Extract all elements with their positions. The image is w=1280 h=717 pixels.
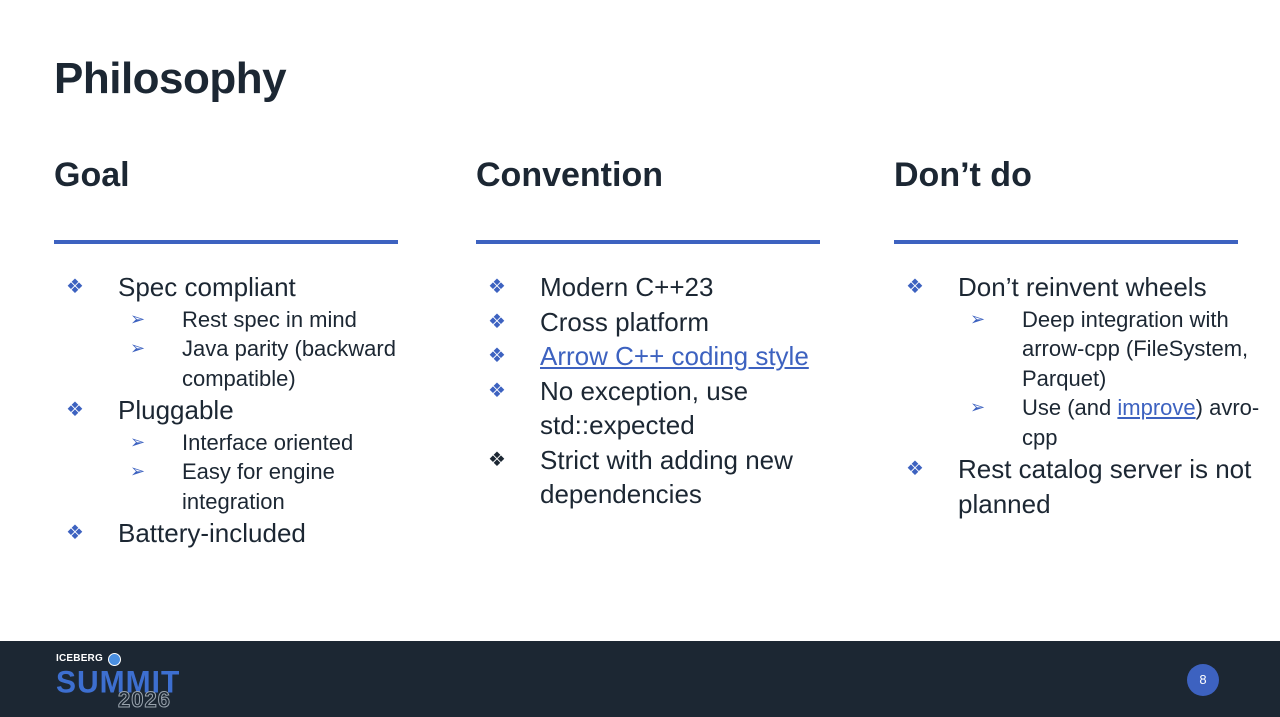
sub-list-item: ➢ Java parity (backward compatible) bbox=[130, 336, 396, 391]
arrowhead-bullet-icon: ➢ bbox=[130, 338, 146, 358]
list-item: ❖ Battery-included bbox=[54, 516, 434, 551]
goal-divider bbox=[54, 240, 398, 244]
convention-column: Convention ❖ Modern C++23 ❖ Cross platfo… bbox=[476, 150, 856, 509]
diamond-bullet-icon: ❖ bbox=[66, 399, 84, 421]
sub-list-item: ➢ Use (and improve) avro-cpp bbox=[970, 395, 1260, 450]
list-item: ❖ Don’t reinvent wheels bbox=[894, 270, 1266, 305]
list-item: ❖ Strict with adding new dependencies bbox=[488, 444, 793, 510]
sub-list-item: ➢ Rest spec in mind bbox=[54, 305, 434, 335]
list-item: ❖ Spec compliant bbox=[54, 270, 434, 305]
list-item: ❖ Arrow C++ coding style bbox=[476, 339, 856, 374]
diamond-bullet-icon: ❖ bbox=[906, 458, 924, 480]
dontdo-heading: Don’t do bbox=[894, 156, 1032, 194]
diamond-bullet-icon: ❖ bbox=[488, 310, 506, 333]
arrowhead-bullet-icon: ➢ bbox=[130, 461, 146, 481]
goal-column: Goal ❖ Spec compliant ➢ Rest spec in min… bbox=[54, 150, 434, 548]
list-item: ❖ Rest catalog server is not planned bbox=[906, 454, 1252, 519]
diamond-bullet-icon: ❖ bbox=[66, 276, 84, 298]
logo-summit-text: SUMMIT bbox=[56, 665, 181, 700]
diamond-bullet-icon: ❖ bbox=[488, 448, 506, 471]
dontdo-bullet-list: ❖ Don’t reinvent wheels ➢ Deep integrati… bbox=[894, 270, 1266, 521]
goal-bullet-list: ❖ Spec compliant ➢ Rest spec in mind ➢ J… bbox=[54, 270, 434, 551]
goal-heading: Goal bbox=[54, 156, 130, 194]
sub-list-item: ➢ Interface oriented bbox=[54, 428, 434, 458]
logo-year-text: 2026 bbox=[118, 687, 171, 713]
convention-bullet-list: ❖ Modern C++23 ❖ Cross platform ❖ Arrow … bbox=[476, 270, 856, 512]
arrowhead-bullet-icon: ➢ bbox=[130, 308, 146, 329]
globe-icon bbox=[108, 653, 121, 666]
list-item: ❖ No exception, use std::expected bbox=[488, 375, 749, 441]
arrowhead-bullet-icon: ➢ bbox=[970, 397, 986, 417]
improve-link[interactable]: improve bbox=[1117, 395, 1196, 420]
diamond-bullet-icon: ❖ bbox=[66, 522, 84, 544]
arrow-coding-style-link[interactable]: Arrow C++ coding style bbox=[540, 341, 809, 371]
logo-brand-text: ICEBERG bbox=[56, 653, 103, 664]
diamond-bullet-icon: ❖ bbox=[906, 276, 924, 298]
convention-heading: Convention bbox=[476, 156, 663, 194]
diamond-bullet-icon: ❖ bbox=[488, 379, 506, 402]
sub-list-item: ➢ Deep integration with arrow-cpp (FileS… bbox=[970, 306, 1249, 391]
list-item: ❖ Pluggable bbox=[54, 393, 434, 428]
footer-bar: ICEBERG SUMMIT 2026 8 bbox=[0, 641, 1280, 717]
slide-title: Philosophy bbox=[54, 54, 287, 103]
iceberg-summit-logo: ICEBERG SUMMIT 2026 bbox=[56, 653, 186, 713]
page-number-badge: 8 bbox=[1187, 664, 1219, 696]
dontdo-divider bbox=[894, 240, 1238, 244]
sub-list-item: ➢ Easy for engine integration bbox=[130, 459, 335, 514]
list-item: ❖ Modern C++23 bbox=[476, 270, 856, 305]
arrowhead-bullet-icon: ➢ bbox=[130, 431, 146, 452]
diamond-bullet-icon: ❖ bbox=[488, 345, 506, 367]
list-item: ❖ Cross platform bbox=[476, 305, 856, 340]
diamond-bullet-icon: ❖ bbox=[488, 276, 506, 298]
dontdo-column: Don’t do ❖ Don’t reinvent wheels ➢ Deep … bbox=[894, 150, 1266, 519]
arrowhead-bullet-icon: ➢ bbox=[970, 308, 986, 329]
convention-divider bbox=[476, 240, 820, 244]
